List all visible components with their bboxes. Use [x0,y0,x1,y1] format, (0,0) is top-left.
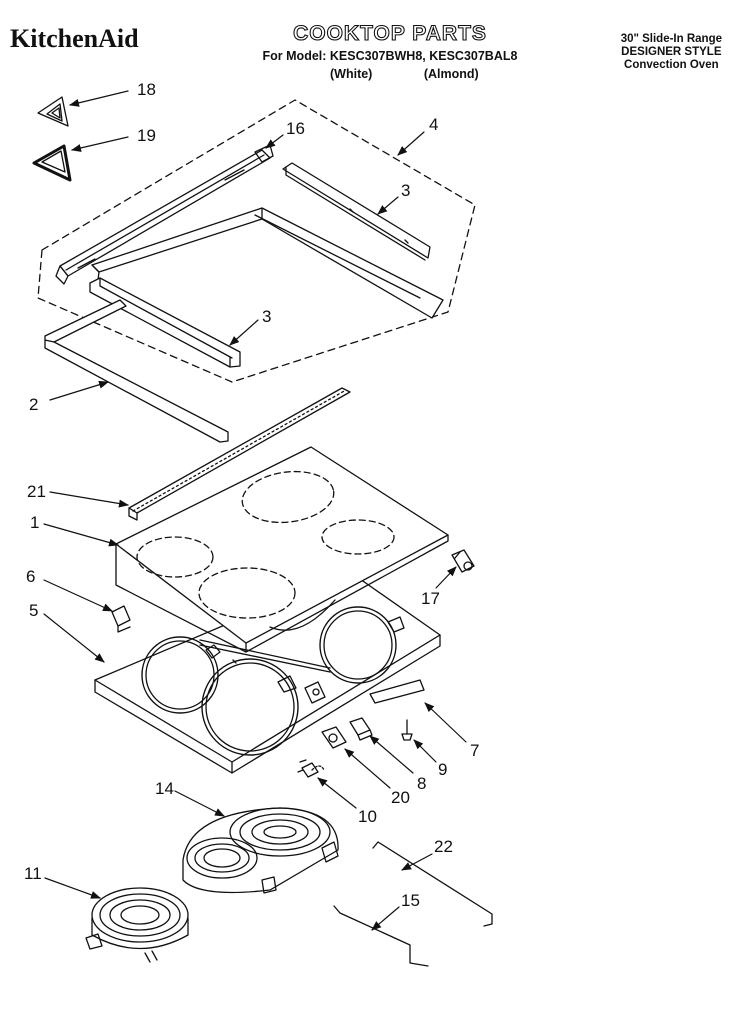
callout-17: 17 [421,589,440,608]
part-18-triangle-bracket [37,96,69,127]
part-20-limiter [321,726,347,749]
callout-1: 1 [30,513,39,532]
color-variants: (White) (Almond) [330,67,479,81]
part-1-glass-cooktop [115,446,449,653]
callout-9: 9 [438,760,447,779]
callout-22: 22 [434,837,453,856]
variant-almond: (Almond) [423,67,479,81]
callout-2: 2 [29,395,38,414]
variant-white: (White) [330,67,373,81]
range-description: 30" Slide-In Range DESIGNER STYLE Convec… [621,33,722,72]
callout-18: 18 [137,80,156,99]
callout-20: 20 [391,788,410,807]
part-10-sensor [297,759,325,778]
part-8-switch [349,717,373,741]
callout-16: 16 [286,119,305,138]
part-22-wire-rod [372,841,493,927]
oven-type: Convection Oven [624,59,719,71]
callout-4: 4 [429,115,438,134]
page-title: COOKTOP PARTS [293,21,487,45]
callout-8: 8 [417,774,426,793]
callout-3-front: 3 [262,307,271,326]
callout-21: 21 [27,482,46,501]
callout-10: 10 [358,807,377,826]
part-3-rear-trim-rail [282,162,431,261]
callout-6: 6 [26,567,35,586]
model-numbers: For Model: KESC307BWH8, KESC307BAL8 [262,49,518,63]
callout-3-rear: 3 [401,181,410,200]
part-14-dual-element [182,807,339,894]
range-style: DESIGNER STYLE [621,46,722,58]
part-5-burner-box [94,571,441,774]
cooktop-frame [91,207,444,319]
part-4-frame-assembly-outline [37,99,476,383]
callout-14: 14 [155,779,174,798]
part-3-front-trim-rail [89,277,241,368]
part-2-trim-frame [44,299,229,443]
callout-19: 19 [137,126,156,145]
callout-5: 5 [29,601,38,620]
callout-labels: 18 19 16 4 3 3 2 21 1 6 5 17 7 9 8 20 10… [24,80,479,910]
part-7-bracket [369,679,425,704]
brand-logo: KitchenAid [10,24,139,53]
part-16-rear-rail [55,144,274,285]
part-15-wire-rod [333,905,429,967]
callout-7: 7 [470,741,479,760]
callout-11: 11 [24,864,42,883]
part-9-screw [401,719,413,741]
callout-15: 15 [401,891,420,910]
part-6-clip [111,605,131,633]
range-type: 30" Slide-In Range [620,33,722,45]
part-17-connector [451,549,475,573]
part-19-triangle-trim [32,144,72,182]
part-11-single-element [85,887,189,963]
part-21-gasket-strip [128,387,351,521]
